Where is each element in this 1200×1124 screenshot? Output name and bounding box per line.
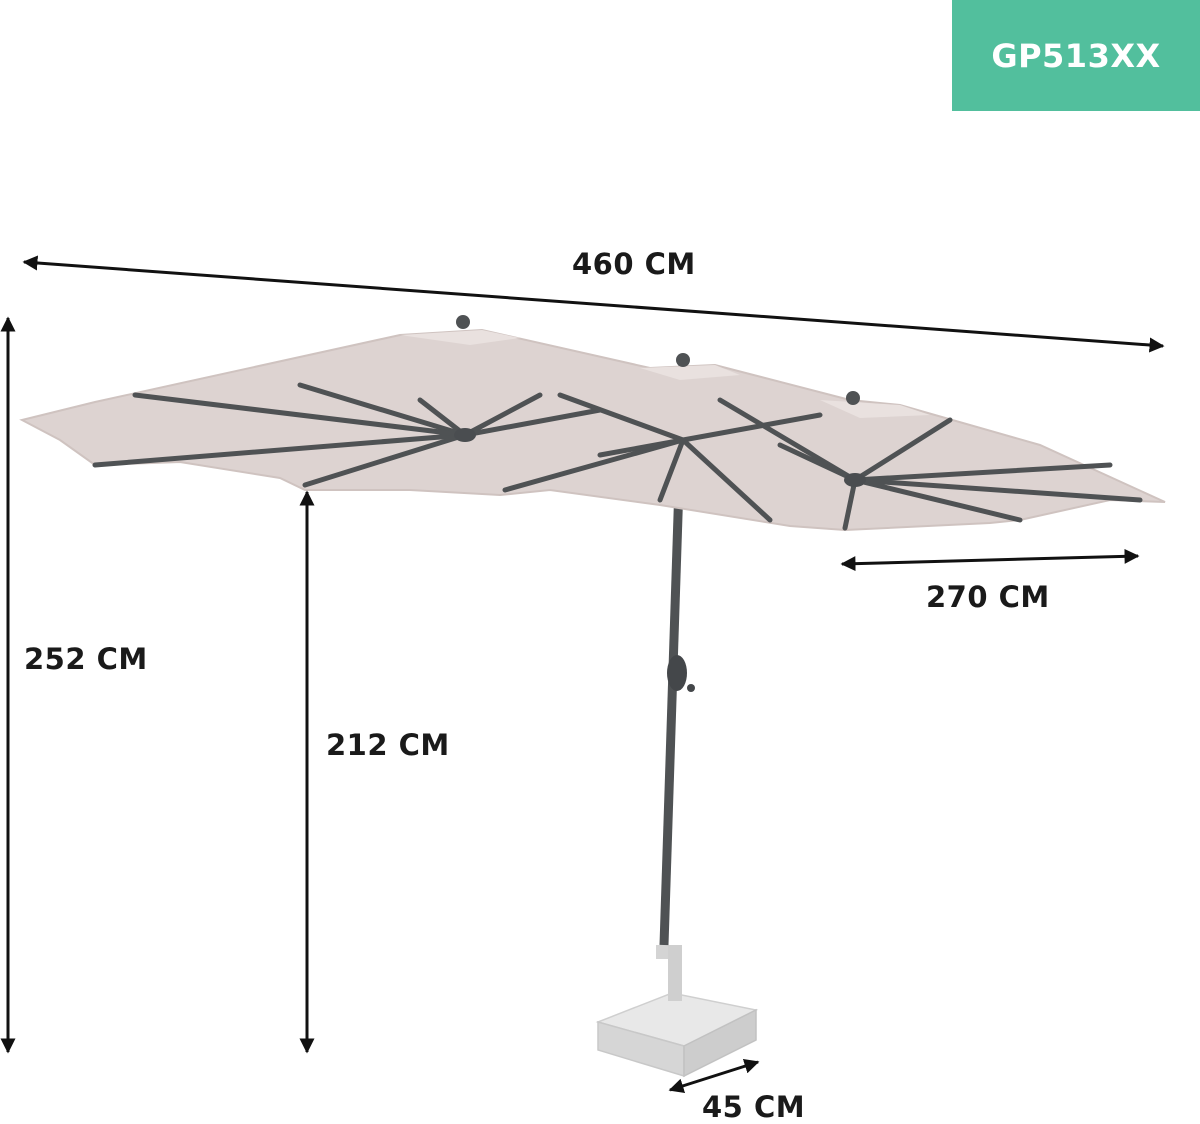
- rib-hubs: [454, 428, 866, 487]
- total-height-label: 252 CM: [24, 642, 148, 676]
- product-code-badge: GP513XX: [952, 0, 1200, 111]
- parasol-base: [595, 945, 759, 1078]
- product-code: GP513XX: [991, 36, 1161, 75]
- clearance-height-label: 212 CM: [326, 728, 450, 762]
- total-width-label: 460 CM: [572, 247, 696, 281]
- base-width-arrow: [668, 1058, 760, 1094]
- base-width-label: 45 CM: [702, 1090, 806, 1124]
- parasol-ribs: [92, 382, 1143, 531]
- canopy-side-width-label: 270 CM: [926, 580, 1050, 614]
- parasol-canopy: [19, 315, 1166, 532]
- total-width-arrow: [22, 255, 1165, 353]
- canopy-side-width-arrow: [840, 548, 1140, 572]
